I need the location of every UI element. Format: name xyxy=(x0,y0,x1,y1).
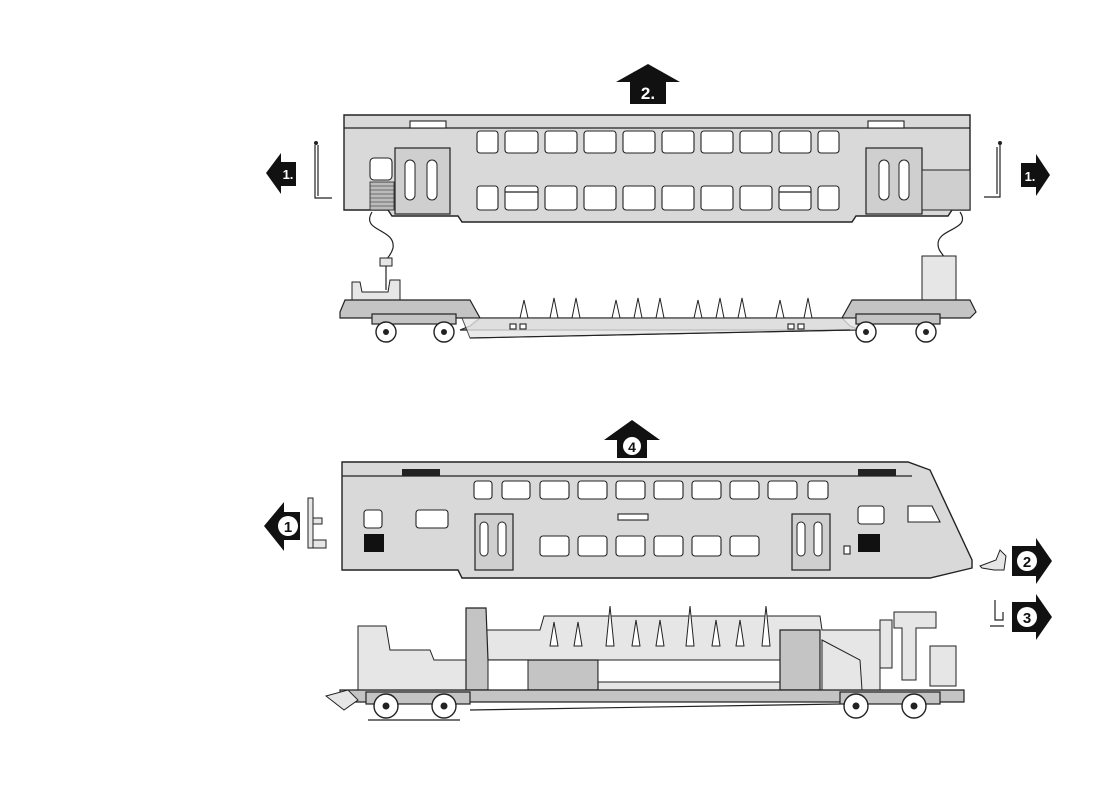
top-left-arrow-label: 1. xyxy=(283,167,294,182)
bottom-right-arrow-2-label: 2 xyxy=(1023,554,1031,571)
bottom-lift-arrow: 4 xyxy=(604,420,660,458)
bottom-right-arrow-2: 2 xyxy=(1012,538,1052,584)
bottom-right-arrow-3-label: 3 xyxy=(1023,610,1031,627)
bottom-right-plug-icon xyxy=(980,550,1006,570)
top-right-bogie xyxy=(856,314,940,342)
bottom-coach-group: 4 1 2 3 xyxy=(264,420,1052,720)
top-right-coupler-icon xyxy=(984,145,1000,197)
top-left-coupler-icon xyxy=(315,145,332,198)
bottom-left-arrow: 1 xyxy=(264,502,300,551)
top-lift-arrow: 2. xyxy=(616,64,680,104)
bottom-right-hook-icon xyxy=(990,600,1004,626)
bottom-coach-body xyxy=(342,462,972,578)
top-left-bogie xyxy=(372,314,456,342)
top-right-arrow-label: 1. xyxy=(1025,169,1036,184)
top-right-arrow: 1. xyxy=(1021,154,1050,196)
top-lift-arrow-label: 2. xyxy=(641,84,655,103)
top-left-cable xyxy=(370,212,394,262)
bottom-lift-arrow-label: 4 xyxy=(628,439,636,455)
bottom-left-coupler-icon xyxy=(308,498,326,548)
top-left-arrow: 1. xyxy=(266,153,296,194)
bottom-left-arrow-label: 1 xyxy=(284,519,292,536)
top-right-cable xyxy=(938,212,963,258)
top-coach-group: 2. 1. 1. xyxy=(266,64,1050,342)
bottom-left-bogie xyxy=(366,692,470,720)
bottom-right-arrow-3: 3 xyxy=(1012,594,1052,640)
bottom-right-bogie xyxy=(840,692,940,718)
top-coach-body xyxy=(344,115,970,222)
